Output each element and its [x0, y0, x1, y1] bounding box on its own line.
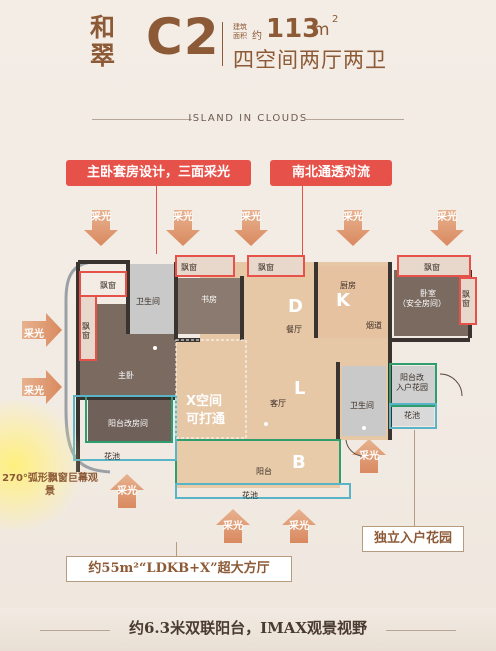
sun-label-5: 采光 — [437, 212, 457, 223]
label-bedroom: 卧室 — [420, 289, 436, 298]
label-balcony: 阳台 — [256, 467, 272, 476]
layout-name: 四空间两厅两卫 — [233, 48, 387, 72]
area-unit-superscript: 2 — [332, 14, 339, 25]
garden-pointer — [414, 430, 415, 526]
sun-label-4: 采光 — [343, 212, 363, 223]
footer-text: 约6.3米双联阳台，IMAX观景视野 — [129, 619, 367, 637]
label-flower-bed-bottom: 花池 — [242, 491, 258, 500]
label-bathroom-right: 卫生间 — [350, 401, 374, 410]
label-garden-convert-1: 阳台改 — [400, 373, 424, 382]
area-value: 113 — [266, 14, 321, 44]
callout-master-suite: 主卧套房设计，三面采光 — [66, 160, 251, 186]
model-code: C2 — [146, 8, 220, 66]
door-arcs — [345, 373, 463, 457]
sun-label-7: 采光 — [24, 386, 44, 397]
callout-pointer-right — [302, 186, 303, 266]
header-divider — [222, 22, 223, 66]
label-bay-window-3: 飘窗 — [258, 263, 274, 272]
zone-k: K — [336, 290, 350, 311]
room-garden-entry — [390, 366, 436, 404]
area-note-line1: 建筑 — [233, 23, 247, 31]
sun-label-10: 采光 — [289, 521, 309, 532]
label-x-space: X空间 — [186, 394, 223, 409]
zone-l: L — [294, 378, 306, 399]
room-bathroom-right — [342, 366, 386, 436]
sun-label-2: 采光 — [173, 212, 193, 223]
label-kitchen: 厨房 — [340, 281, 356, 290]
room-bathroom-left — [128, 264, 176, 334]
label-flower-bed-left: 花池 — [104, 452, 120, 461]
label-bay-window-5: 飘窗 — [82, 322, 90, 340]
callout-ldkb: 约55m²“LDKB+X”超大方厅 — [66, 556, 292, 582]
tagline: ISLAND IN CLOUDS — [188, 113, 308, 124]
label-living: 客厅 — [270, 399, 286, 408]
label-range-hood: 烟道 — [366, 321, 382, 330]
label-balcony-convert: 阳台改房间 — [108, 419, 148, 428]
sun-label-6: 采光 — [24, 329, 44, 340]
footer-rule-right — [386, 630, 456, 631]
sun-label-11: 采光 — [359, 451, 379, 462]
brand-name: 和翠 — [90, 13, 116, 70]
callout-garden-entry: 独立入户花园 — [362, 526, 464, 552]
label-bay-window-6: 飘窗 — [462, 290, 470, 308]
footer-band — [0, 608, 496, 651]
room-study — [178, 278, 242, 334]
area-note: 建筑 面积 — [233, 23, 247, 41]
footer-rule-left — [40, 630, 110, 631]
tagline-rule-left — [92, 119, 192, 120]
callout-arc-window: 270°弧形飘窗巨幕观景 — [2, 473, 98, 497]
sun-label-1: 采光 — [91, 212, 111, 223]
label-bay-window-4: 飘窗 — [424, 263, 440, 272]
label-flower-bed-right: 花池 — [404, 411, 420, 420]
label-study: 书房 — [201, 295, 217, 304]
x-space-dashed — [175, 339, 247, 439]
area-prefix: 约 — [252, 31, 262, 42]
tagline-rule-right — [304, 119, 404, 120]
label-bay-window-2: 飘窗 — [181, 263, 197, 272]
marker-dots — [153, 346, 366, 430]
callout-ventilation: 南北通透对流 — [270, 160, 392, 186]
floor-kitchen — [316, 266, 390, 338]
label-garden-convert-2: 入户花园 — [396, 383, 428, 392]
area-note-line2: 面积 — [233, 32, 247, 40]
callout-pointer-left — [156, 186, 157, 254]
sun-label-8: 采光 — [117, 486, 137, 497]
floor-balcony-b — [176, 440, 340, 488]
label-bay-window-1: 飘窗 — [100, 281, 116, 290]
area-unit: m — [313, 20, 330, 40]
floor-x-space — [176, 340, 338, 440]
label-dining: 餐厅 — [286, 325, 302, 334]
label-bedroom-sub: （安全房间） — [398, 299, 446, 308]
room-flower-bed-right — [392, 404, 434, 426]
room-balcony-convert — [88, 398, 172, 442]
room-bedroom-right — [394, 270, 470, 336]
sun-label-9: 采光 — [223, 521, 243, 532]
label-bathroom-left: 卫生间 — [136, 297, 160, 306]
zone-d: D — [288, 296, 303, 317]
bay-windows — [79, 255, 477, 361]
label-x-space-sub: 可打通 — [186, 412, 226, 427]
ldkb-pointer-left — [176, 542, 177, 556]
label-master: 主卧 — [118, 371, 134, 380]
zone-b: B — [292, 452, 306, 473]
sun-label-3: 采光 — [241, 212, 261, 223]
